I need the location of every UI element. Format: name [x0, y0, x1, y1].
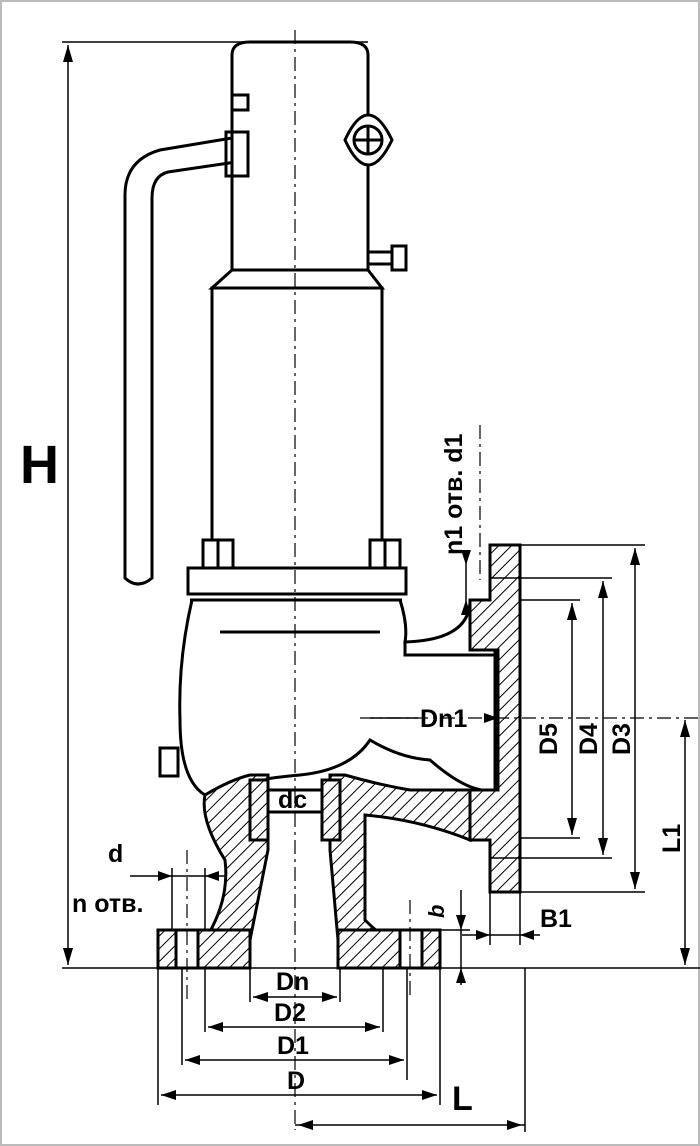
label-d5: D5: [535, 723, 563, 755]
dimension-d2: [204, 968, 384, 1032]
label-l1: L1: [658, 824, 686, 853]
valve-body: [178, 598, 497, 797]
bonnet-flange: [186, 566, 408, 596]
dimension-l1: [680, 720, 690, 965]
dimension-d: [157, 968, 441, 1105]
label-l: L: [452, 1080, 473, 1118]
dimension-d4: [490, 577, 612, 859]
lever-handle: [123, 136, 238, 586]
dimension-b1: [462, 892, 540, 945]
label-h: H: [20, 435, 59, 495]
dimension-d5: [520, 599, 580, 839]
dimension-l: [295, 968, 526, 1132]
label-dn: Dn: [276, 968, 309, 996]
spring-housing: [210, 286, 384, 570]
dimension-dn1: [370, 713, 498, 723]
label-d3: D3: [608, 723, 636, 755]
cap-housing: [230, 40, 370, 272]
label-n-holes: n отв.: [72, 890, 143, 918]
label-d4: D4: [575, 723, 603, 755]
dimension-b: [440, 890, 470, 985]
dimension-h: [62, 41, 700, 969]
label-d1: D1: [277, 1032, 309, 1060]
outlet-neck: [403, 599, 497, 657]
label-dn1: Dn1: [420, 705, 467, 733]
dimension-d1: [181, 968, 408, 1080]
inlet-flange: [156, 928, 252, 970]
label-d2: D2: [274, 999, 306, 1027]
label-d-hole: d: [108, 840, 123, 868]
valve-outline: [123, 40, 522, 970]
dimension-n-holes: [130, 868, 225, 930]
dimension-d3: [520, 544, 645, 893]
bonnet-transition: [208, 268, 386, 290]
label-b: b: [424, 905, 449, 918]
dimension-n1-d1: [461, 550, 471, 615]
label-b1: B1: [540, 905, 572, 933]
label-n1-d1: n1 отв. d1: [440, 433, 468, 555]
seat-nozzle: [248, 778, 270, 842]
dimension-dn: [249, 968, 341, 1002]
label-d: D: [287, 1067, 305, 1095]
label-dc: dc: [278, 786, 307, 814]
